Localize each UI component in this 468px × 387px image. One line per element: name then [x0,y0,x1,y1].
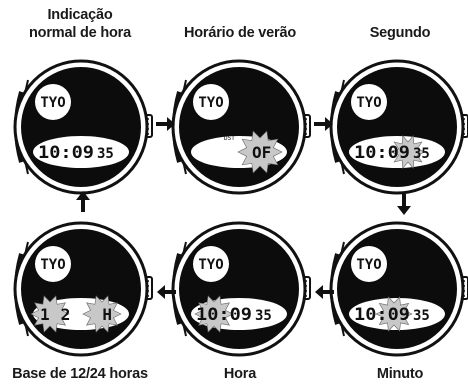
label-12-24: Base de 12/24 horas [12,366,148,382]
arrow-left-2 [157,285,176,299]
label-dst: Horário de verão [183,25,297,41]
lcd-seconds: 35 [413,146,430,162]
dst-mark: DST [224,135,235,142]
lcd-seconds: 35 [413,308,430,324]
watch-face [179,229,299,349]
city-code: TYO [198,257,223,273]
label-normal-time: Indicação normal de hora [10,6,150,42]
city-code: TYO [356,95,381,111]
label-hour: Hora [223,366,257,382]
arrow-right-2 [314,117,333,131]
lcd-time: 10:09 [354,305,410,325]
city-code: TYO [40,257,65,273]
watch-face [337,229,457,349]
city-dial [193,246,229,282]
lcd-dst-value: OF [252,143,271,162]
city-code: TYO [198,95,223,111]
city-dial [193,84,229,120]
label-minute: Minuto [376,366,424,382]
lcd-seconds: 35 [255,308,272,324]
label-seconds: Segundo [369,25,431,41]
city-code: TYO [356,257,381,273]
watch-face [179,67,299,187]
lcd-window [33,136,129,168]
flash-burst [82,295,122,333]
city-dial [35,84,71,120]
watch-face [21,229,141,349]
flash-burst [30,295,70,333]
watch-dst: TYO DST OF [171,59,311,195]
lcd-time: 10:09 [354,143,410,163]
arrow-left-1 [315,285,334,299]
lcd-time: 10:09 [196,305,252,325]
label-normal-time-line2: normal de hora [29,25,131,41]
arrow-up [76,191,90,212]
watch-face [337,67,457,187]
city-code: TYO [40,95,65,111]
city-dial [351,246,387,282]
watch-face [21,67,141,187]
city-dial [351,84,387,120]
flash-burst [390,135,426,169]
arrow-down [397,194,411,215]
flash-burst [375,296,413,332]
label-normal-time-line1: Indicação [47,7,113,23]
flash-burst [194,295,234,333]
lcd-seconds: 35 [97,146,114,162]
city-dial [35,246,71,282]
flash-burst [237,130,283,174]
arrow-right-1 [156,117,175,131]
lcd-time: 10:09 [38,143,94,163]
